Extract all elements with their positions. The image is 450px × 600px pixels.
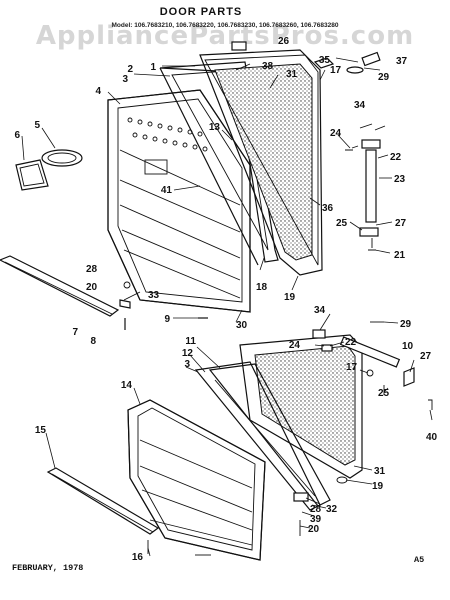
callout-19: 19 [284,292,296,303]
callout-20-lower: 20 [308,524,320,535]
upper-callout-labels: 1 2 3 4 5 6 7 8 9 13 17 18 19 20 21 22 2… [14,36,407,347]
callout-19-lower: 19 [372,481,384,492]
callout-10: 10 [402,341,414,352]
callout-31: 31 [286,69,298,80]
callout-34: 34 [354,100,366,111]
callout-3: 3 [122,74,128,85]
callout-33: 33 [148,290,160,301]
callout-34-lower: 34 [314,305,326,316]
callout-4: 4 [95,86,101,97]
callout-20: 20 [86,282,98,293]
butter-tray [41,149,83,167]
lower-door-liner [194,361,331,511]
callout-8: 8 [90,336,96,347]
callout-16: 16 [132,552,144,563]
callout-17: 17 [330,65,342,76]
callout-6: 6 [14,130,20,141]
callout-1: 1 [150,62,156,73]
callout-25: 25 [336,218,348,229]
callout-21: 21 [394,250,406,261]
handle-end-27 [403,367,415,387]
lower-trim-strip [46,467,160,535]
callout-18: 18 [256,282,268,293]
callout-37: 37 [396,56,408,67]
callout-23: 23 [394,174,406,185]
hinge-34 [359,123,386,131]
callout-2: 2 [127,64,133,75]
footer-page-code: A5 [414,555,424,565]
butter-door [15,159,49,191]
callout-9: 9 [164,314,170,325]
hinge-plate-20 [119,299,131,309]
callout-24: 24 [330,128,342,139]
callout-26: 26 [278,36,290,47]
hinge-28-lower [293,492,309,502]
callout-12: 12 [182,348,194,359]
hinge-bracket [313,57,335,69]
callout-14: 14 [121,380,133,391]
model-numbers: Model: 106.7683210, 106.7683220, 106.768… [112,22,339,29]
lower-door-assembly [46,321,433,561]
callout-17-lower: 17 [346,362,358,373]
pin-21 [368,238,376,251]
callout-32: 32 [326,504,338,515]
callout-41: 41 [161,185,173,196]
upper-trim-strip [0,255,120,317]
hinge-rod [365,149,377,223]
hinge-bottom-block [359,227,379,237]
watermark-text: AppliancePartsPros.com [36,21,414,51]
page-title: DOOR PARTS [160,6,243,18]
bushing-24 [345,145,359,151]
upper-door-gasket [199,49,323,276]
footer-date: FEBRUARY, 1978 [12,563,83,573]
callout-11: 11 [185,336,196,347]
callout-24-lower: 24 [289,340,301,351]
callout-22: 22 [390,152,402,163]
lower-door-gasket [239,334,363,479]
callout-31-lower: 31 [374,466,386,477]
callout-36: 36 [322,203,334,214]
upper-door-assembly [0,41,386,330]
handle-10 [339,336,401,368]
callout-13: 13 [209,122,221,133]
callout-38: 38 [262,61,274,72]
lower-callout-labels: 3 10 11 12 14 15 16 17 19 20 22 24 25 27… [35,305,438,563]
washer-19-lower [336,476,348,484]
callout-22-lower: 22 [345,337,357,348]
hinge-34-lower [312,329,326,339]
callout-28: 28 [86,264,98,275]
washer-28 [123,281,131,289]
hinge-cap [231,41,247,51]
egg-rack [127,117,208,152]
upper-leaders [21,57,393,323]
callout-30: 30 [236,320,248,331]
top-hinge [361,51,381,67]
callout-27-lower: 27 [420,351,432,362]
screw-29a [346,66,364,74]
callout-15: 15 [35,425,47,436]
upper-door-panel [107,89,251,313]
screw-40 [428,399,433,410]
bushing-24-lower [321,344,333,352]
callout-5: 5 [34,120,40,131]
callout-28-lower: 28 [310,504,322,515]
callout-25-lower: 25 [378,388,390,399]
callout-35: 35 [319,55,331,66]
lower-leaders [45,313,433,557]
callout-27: 27 [395,218,407,229]
hinge-top-block [361,139,381,149]
callout-40: 40 [426,432,438,443]
callout-7: 7 [72,327,78,338]
callout-3-lower: 3 [184,359,190,370]
callout-29-lower: 29 [400,319,412,330]
lower-door-panel [127,399,266,561]
callout-39: 39 [310,514,322,525]
callout-29: 29 [378,72,390,83]
